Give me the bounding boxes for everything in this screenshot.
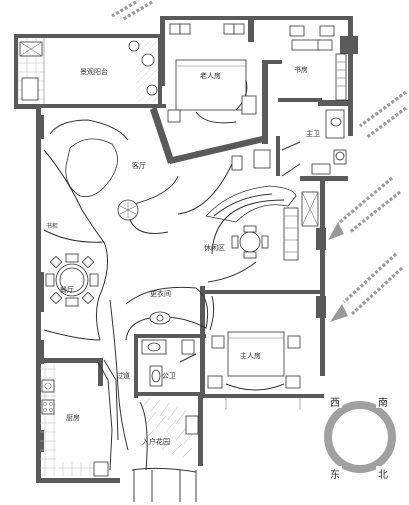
label-leisure: 休闲区 (204, 243, 225, 252)
study-room (289, 25, 347, 101)
living-room (43, 119, 271, 243)
room-labels: 景观阳台 老人房 书房 主卫 客厅 书柜 休闲区 餐厅 更衣间 主人房 公卫 过… (46, 65, 320, 446)
entrance-garden (131, 397, 199, 502)
kitchen (40, 359, 119, 477)
label-side: 书柜 (46, 222, 58, 230)
label-dining: 餐厅 (60, 285, 74, 294)
label-corridor: 过道 (116, 371, 130, 380)
label-master-bedroom: 主人房 (240, 351, 261, 360)
label-study: 书房 (294, 65, 308, 74)
label-entrance: 入户花园 (142, 437, 170, 446)
balcony-area (18, 38, 158, 104)
label-dressing: 更衣间 (150, 289, 171, 298)
compass-rose: 西 南 东 北 (324, 394, 396, 481)
sun-arrow-right-1 (359, 90, 407, 140)
master-bedroom (207, 331, 301, 410)
elder-room (167, 23, 257, 124)
label-service-balcony: 景观阳台 (80, 67, 108, 76)
compass-ring (324, 401, 396, 473)
interior-walls (36, 38, 324, 398)
compass-west: 西 (330, 398, 340, 409)
public-bath (141, 339, 197, 387)
sun-arrow-top (111, 0, 153, 22)
leisure-area (205, 185, 299, 283)
compass-south: 南 (378, 396, 388, 409)
label-master-bath: 主卫 (306, 129, 320, 138)
sunlight-arrows (111, 0, 407, 322)
sun-arrow-right-3 (330, 252, 404, 322)
compass-north: 北 (378, 469, 388, 481)
exterior-walls (14, 16, 358, 483)
label-elder-room: 老人房 (200, 71, 221, 80)
dining-room (43, 229, 108, 341)
label-kitchen: 厨房 (66, 413, 80, 422)
dressing-room (109, 286, 215, 451)
master-bath (281, 109, 347, 227)
label-living: 客厅 (132, 161, 146, 170)
label-public-bath: 公卫 (162, 372, 176, 380)
compass-east: 东 (330, 468, 340, 481)
sun-arrow-right-2 (328, 176, 401, 240)
